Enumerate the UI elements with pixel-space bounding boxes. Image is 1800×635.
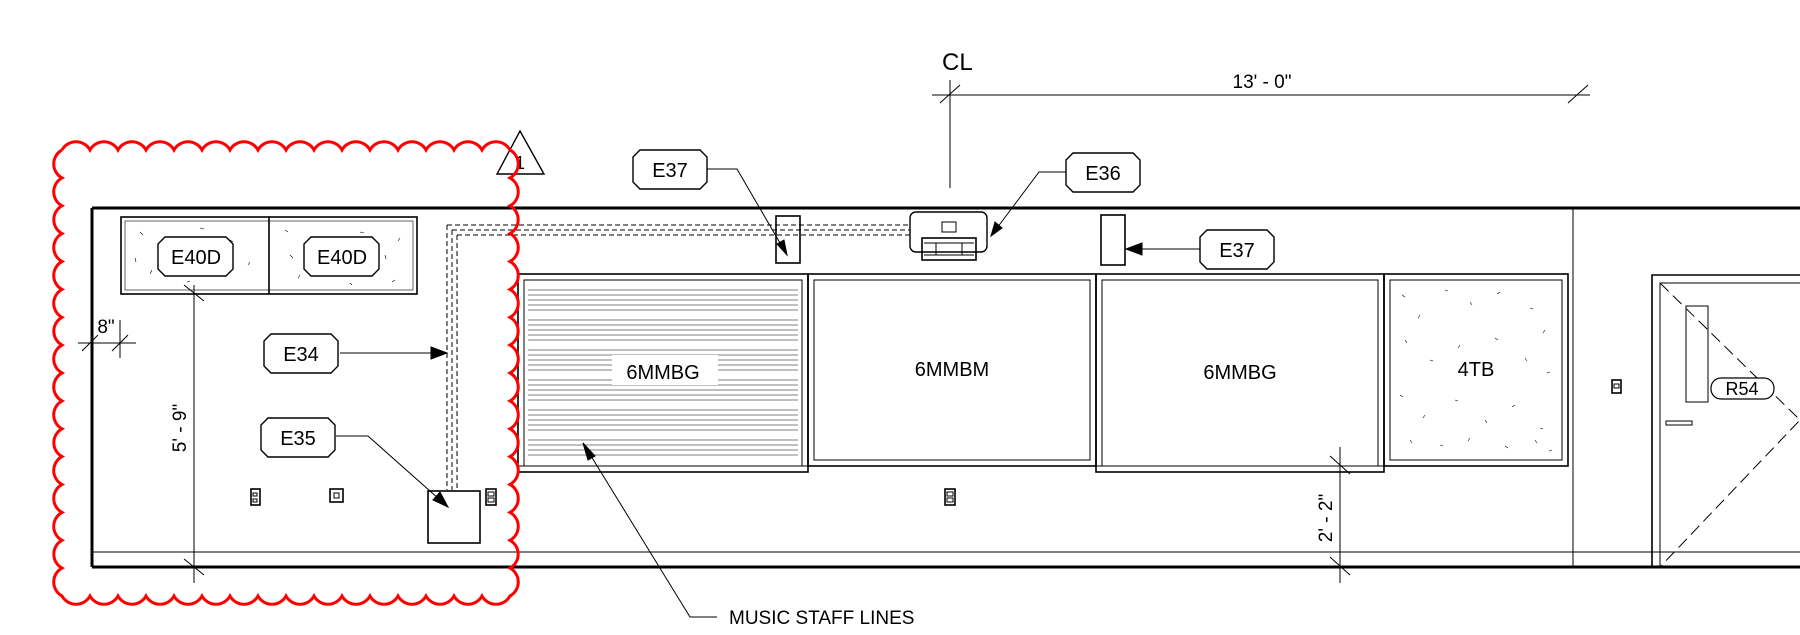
- devices: [250, 211, 1622, 544]
- tag-e40d-right: E40D: [303, 236, 380, 277]
- panel-2: 6MMBM: [807, 273, 1097, 467]
- panel-4-label: 4TB: [1458, 359, 1495, 381]
- panel-2-label: 6MMBM: [915, 359, 989, 381]
- tag-e35: E35: [260, 417, 336, 458]
- tag-e34-text: E34: [283, 344, 319, 366]
- tag-e37-right-text: E37: [1219, 240, 1255, 262]
- room-tag-text: R54: [1725, 379, 1758, 399]
- conduit-run: [446, 224, 912, 490]
- vertical-right-text: 2' - 2": [1316, 494, 1337, 542]
- tackboard-texture: [1399, 289, 1553, 452]
- device-e36: [909, 211, 988, 261]
- vertical-left-dimension: 5' - 9": [170, 284, 205, 583]
- top-dimension: 13' - 0": [932, 72, 1590, 104]
- tag-e36: E36: [1065, 152, 1141, 193]
- panel-4: 4TB: [1383, 273, 1569, 467]
- revision-number: 1: [515, 153, 525, 173]
- vertical-left-text: 5' - 9": [170, 404, 191, 452]
- device-e37-left: [775, 215, 801, 264]
- panel-3: 6MMBG: [1095, 273, 1385, 473]
- left-offset-dimension: 8": [78, 317, 136, 358]
- device-e35: [427, 490, 481, 544]
- panel-3-label: 6MMBG: [1203, 362, 1276, 384]
- tag-e40d-left-text: E40D: [171, 247, 221, 269]
- wall-outline: [90, 206, 1800, 569]
- vertical-right-dimension: 2' - 2": [1316, 447, 1351, 583]
- music-staff-lines-note: MUSIC STAFF LINES: [729, 608, 914, 629]
- room-tag: R54: [1710, 377, 1775, 400]
- panel-1: 6MMBG: [517, 273, 809, 473]
- tag-e37-top: E37: [632, 149, 708, 190]
- tag-e40d-left: E40D: [157, 236, 234, 277]
- tag-e40d-right-text: E40D: [317, 247, 367, 269]
- centerline-symbol: CL: [942, 49, 973, 76]
- revision-cloud: [52, 140, 520, 606]
- device-e37-right: [1100, 214, 1126, 266]
- panel-1-label: 6MMBG: [626, 362, 699, 384]
- tag-e36-text: E36: [1085, 163, 1121, 185]
- revision-delta: 1: [495, 129, 546, 175]
- tag-e37-top-text: E37: [652, 160, 688, 182]
- top-dimension-text: 13' - 0": [1233, 72, 1292, 93]
- outlet-symbols: [250, 379, 1622, 506]
- tag-e37-right: E37: [1199, 229, 1275, 270]
- tag-e34: E34: [263, 333, 339, 374]
- door: R54: [1651, 274, 1800, 568]
- centerline-marker: CL: [942, 49, 973, 188]
- left-offset-text: 8": [97, 317, 114, 338]
- tag-e35-text: E35: [280, 428, 316, 450]
- e40d-panel-group: [120, 216, 418, 295]
- tag-leaders: [336, 168, 1200, 618]
